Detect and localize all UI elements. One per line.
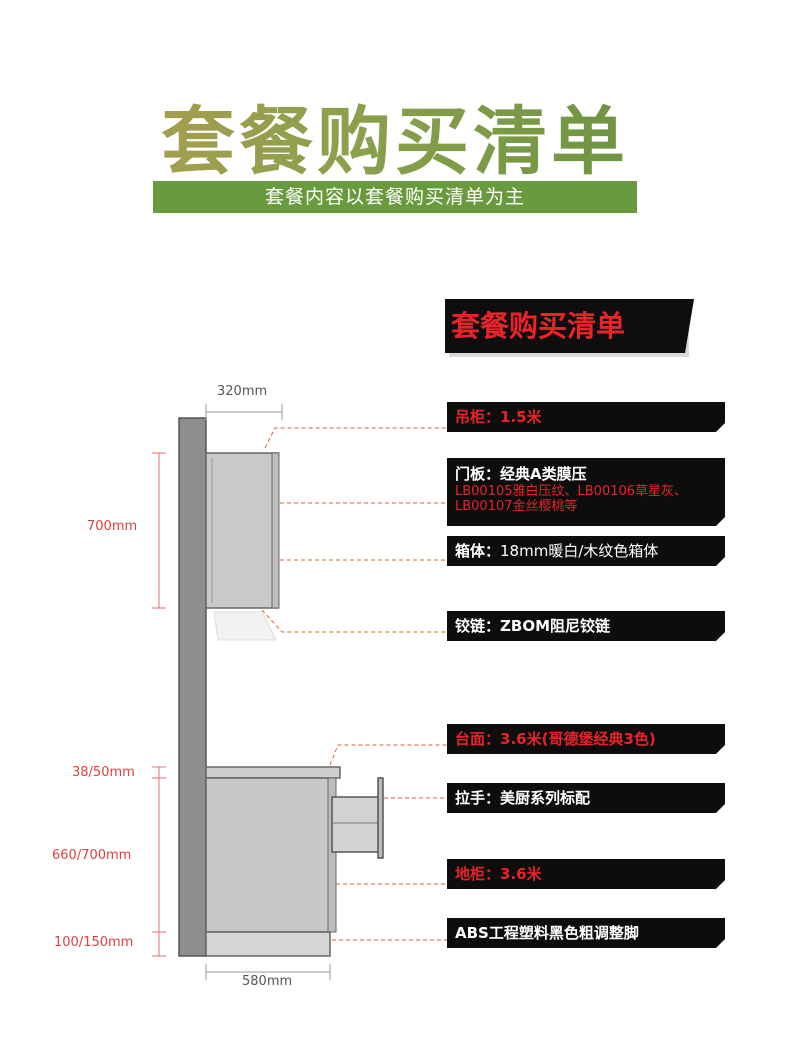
tag-carcass-key: 箱体： xyxy=(455,542,501,560)
tag-handle-key: 拉手： xyxy=(455,789,501,807)
tag-hinge-key: 铰链： xyxy=(455,617,501,635)
section-title: 套餐购买清单 xyxy=(445,299,694,353)
dimension-lines xyxy=(205,404,331,980)
wall-cabinet-door xyxy=(271,452,280,609)
countertop xyxy=(205,766,341,779)
section-title-corner xyxy=(685,299,694,353)
tag-wall-cabinet: 吊柜：1.5米 xyxy=(447,402,726,432)
subtitle-banner: 套餐内容以套餐购买清单为主 xyxy=(153,181,637,213)
plinth xyxy=(205,931,331,957)
tag-countertop-value: 3.6米(哥德堡经典3色) xyxy=(500,730,656,748)
tag-wall-cabinet-value: 1.5米 xyxy=(500,408,542,426)
dim-base-depth: 580mm xyxy=(242,974,293,989)
drawer xyxy=(331,796,383,853)
drawer-front xyxy=(377,777,384,859)
tag-base-cabinet: 地柜：3.6米 xyxy=(447,859,726,889)
dim-plinth-height: 100/150mm xyxy=(54,935,134,950)
page-title: 套餐购买清单 xyxy=(0,82,790,189)
tag-handle: 拉手：美厨系列标配 xyxy=(447,783,726,813)
tag-carcass: 箱体：18mm暖白/木纹色箱体 xyxy=(447,536,726,566)
dim-counter-thickness: 38/50mm xyxy=(72,765,135,780)
tag-hinge: 铰链：ZBOM阻尼铰链 xyxy=(447,611,726,641)
tag-door-panel-detail: LB00105雅白压纹、LB00106草星灰、LB00107金丝樱桃等 xyxy=(455,484,688,514)
dim-wall-depth: 320mm xyxy=(217,384,268,399)
wall-cabinet-body xyxy=(205,452,279,609)
dim-base-height: 660/700mm xyxy=(52,848,132,863)
tag-hinge-value: ZBOM阻尼铰链 xyxy=(500,617,611,635)
section-title-text: 套餐购买清单 xyxy=(451,309,626,343)
tag-door-panel-key: 门板：经典A类膜压 xyxy=(455,465,587,483)
tag-feet-key: ABS工程塑料黑色粗调整脚 xyxy=(455,924,639,942)
dim-wall-height: 700mm xyxy=(87,519,138,534)
tag-base-cabinet-value: 3.6米 xyxy=(500,865,542,883)
base-cabinet-body xyxy=(205,777,331,933)
vertical-dimensions xyxy=(152,452,166,957)
tag-carcass-value: 18mm暖白/木纹色箱体 xyxy=(500,542,659,560)
base-cabinet-door xyxy=(327,777,337,933)
wall xyxy=(178,417,207,957)
wall-cabinet-light xyxy=(213,611,277,641)
leader-lines xyxy=(261,427,447,941)
tag-countertop-key: 台面： xyxy=(455,730,501,748)
tag-door-panel: 门板：经典A类膜压 LB00105雅白压纹、LB00106草星灰、LB00107… xyxy=(447,458,726,526)
tag-feet: ABS工程塑料黑色粗调整脚 xyxy=(447,918,726,948)
tag-base-cabinet-key: 地柜： xyxy=(455,865,501,883)
tag-countertop: 台面：3.6米(哥德堡经典3色) xyxy=(447,724,726,754)
tag-handle-value: 美厨系列标配 xyxy=(500,789,591,807)
tag-wall-cabinet-key: 吊柜： xyxy=(455,408,501,426)
